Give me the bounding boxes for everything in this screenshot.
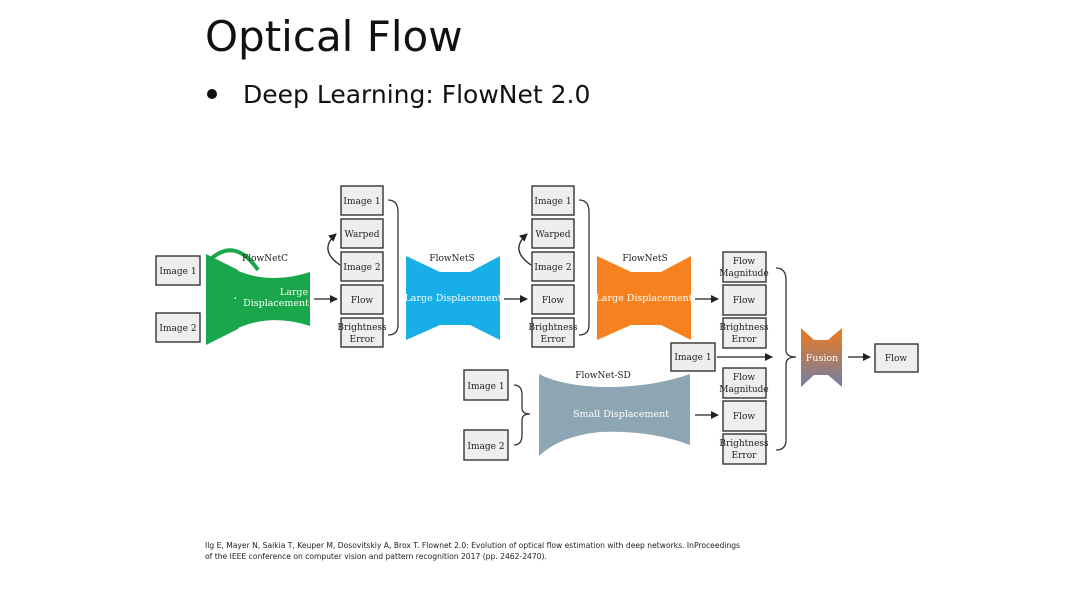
flownets1-inner: Large Displacement [404, 293, 501, 304]
out-bottom-flow-box: Flow [722, 400, 767, 432]
slide-title: Optical Flow [205, 12, 463, 61]
stack2-error-line1: Brightness [528, 323, 578, 333]
flownetsd-name: FlowNet-SD [575, 371, 631, 381]
stack2-error-line2: Error [541, 335, 567, 345]
out-bottom-magnitude-line2: Magnitude [719, 385, 769, 395]
flownetc-body [236, 270, 310, 329]
flownetsd-shape [539, 374, 690, 456]
flownets2-network: FlowNetS Large Displacement [595, 254, 693, 340]
citation-line2: of the IEEE conference on computer visio… [205, 552, 547, 561]
flownetc-inner-line1: Large [280, 287, 309, 298]
stack1-image2-box: Image 2 [340, 251, 384, 282]
stack1-error-line2: Error [350, 335, 376, 345]
flownetc-network: FlowNetC Large Displacement [206, 248, 310, 345]
stack1-warped-label: Warped [345, 230, 380, 240]
stack1-image2-label: Image 2 [343, 263, 380, 273]
stack1-error-line1: Brightness [337, 323, 387, 333]
out-bottom-magnitude-line1: Flow [733, 373, 756, 383]
flownets1-shape [406, 256, 500, 340]
sd-image2-box: Image 2 [463, 429, 509, 461]
stack2-brace [578, 199, 590, 336]
input-image1-box: Image 1 [155, 255, 201, 286]
stack1-warp-arrow [327, 233, 341, 266]
flownets2-inner: Large Displacement [595, 293, 692, 304]
flownetc-inner-line2: Displacement [243, 298, 309, 309]
flownetsd-network: FlowNet-SD Small Displacement [539, 371, 690, 456]
stack2-image1-label: Image 1 [534, 197, 571, 207]
sd-input-brace [513, 384, 531, 446]
flownets1-name: FlowNetS [429, 254, 474, 264]
fusion-image1-box: Image 1 [670, 342, 716, 372]
stack1-flow-box: Flow [340, 284, 384, 315]
flownetsd-inner: Small Displacement [573, 409, 669, 420]
out-bottom-flow-label: Flow [733, 412, 756, 422]
bullet-text: Deep Learning: FlowNet 2.0 [243, 80, 591, 109]
stack2-image1-box: Image 1 [531, 185, 575, 216]
stack1-image1-label: Image 1 [343, 197, 380, 207]
stack2-warped-box: Warped [531, 218, 575, 249]
out-top-magnitude-line2: Magnitude [719, 269, 769, 279]
sd-image1-box: Image 1 [463, 369, 509, 401]
sd-image1-label: Image 1 [467, 382, 504, 392]
out-top-flow-label: Flow [733, 296, 756, 306]
fusion-label: Fusion [806, 353, 838, 364]
flownetc-shape-lower [206, 286, 238, 345]
stack2-image2-box: Image 2 [531, 251, 575, 282]
citation-line1: Ilg E, Mayer N, Saikia T, Keuper M, Doso… [205, 541, 741, 550]
stack2-warped-label: Warped [536, 230, 571, 240]
stack2-flow-box: Flow [531, 284, 575, 315]
sd-image2-label: Image 2 [467, 442, 504, 452]
input-image1-label: Image 1 [159, 267, 196, 277]
outputs-brace [775, 267, 797, 451]
out-top-error-line1: Brightness [719, 323, 769, 333]
stack1-warped-box: Warped [340, 218, 384, 249]
stack1-flow-label: Flow [351, 296, 374, 306]
fusion-network: Fusion [801, 328, 842, 387]
out-top-error-line2: Error [732, 335, 758, 345]
input-image2-label: Image 2 [159, 324, 196, 334]
out-bottom-error-line1: Brightness [719, 439, 769, 449]
final-flow-box: Flow [874, 343, 919, 373]
input-image2-box: Image 2 [155, 312, 201, 343]
final-flow-label: Flow [885, 354, 908, 364]
fusion-image1-label: Image 1 [674, 353, 711, 363]
stack1-image1-box: Image 1 [340, 185, 384, 216]
stack1-brace [387, 199, 399, 336]
bullet-item: Deep Learning: FlowNet 2.0 [207, 80, 590, 109]
flownetc-correlation-arc [210, 248, 260, 272]
citation: Ilg E, Mayer N, Saikia T, Keuper M, Doso… [205, 540, 765, 562]
flownetc-name: FlowNetC [242, 254, 288, 264]
bullet-dot-icon [207, 89, 217, 99]
out-bottom-error-line2: Error [732, 451, 758, 461]
stack2-warp-arrow [518, 233, 532, 266]
fusion-shape [801, 328, 842, 387]
stack2-image2-label: Image 2 [534, 263, 571, 273]
out-top-magnitude-line1: Flow [733, 257, 756, 267]
flownets1-network: FlowNetS Large Displacement [404, 254, 502, 340]
out-top-flow-box: Flow [722, 284, 767, 316]
flownets2-shape [597, 256, 691, 340]
flownets2-name: FlowNetS [622, 254, 667, 264]
stack2-flow-label: Flow [542, 296, 565, 306]
